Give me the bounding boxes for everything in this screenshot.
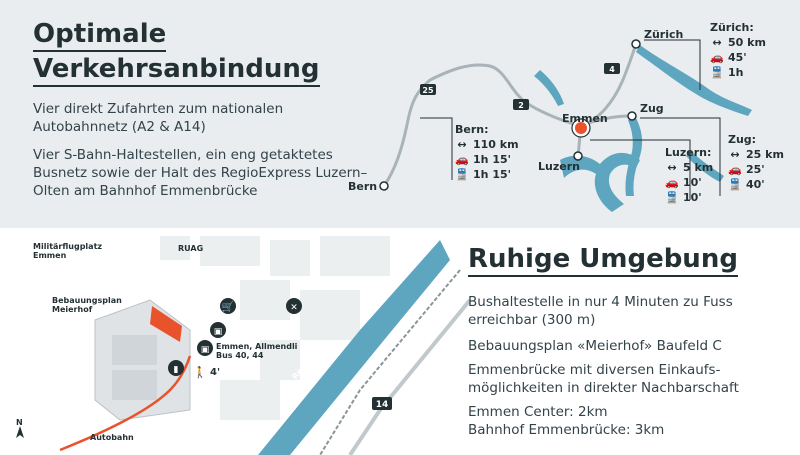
travel-zug: Zug: ↔ 25 km 🚗 25' 🚆 40' [728,132,784,192]
bullet-shopping: Emmenbrücke mit diversen Einkaufs-möglic… [468,362,739,396]
lake-sempach [534,70,564,106]
shield-4: 4 [609,65,615,74]
bullet-emmen-center: Emmen Center: 2km [468,404,608,420]
car-icon: 🚗 [455,153,469,166]
zug-train: 40' [746,178,765,191]
marker-luzern [573,151,583,161]
label-north: N [16,418,23,427]
plan-line-1: Bebauungsplan [52,296,122,305]
overview-panel [0,0,800,228]
shield-14: 14 [376,400,389,410]
marker-bern [379,181,389,191]
label-bus-stop: Emmen, Allmendli Bus 40, 44 [216,342,297,360]
marker-zurich [631,39,641,49]
railway [319,269,461,455]
plan-line-2: Meierhof [52,305,93,314]
lake-lucerne [560,152,640,212]
label-bern: Bern [348,180,378,193]
car-icon: 🚗 [728,163,742,176]
title-line-2: Verkehrsanbindung [33,54,320,88]
airfield-line-1: Militärflugplatz [33,242,103,251]
travel-luzern-name: Luzern: [665,146,712,159]
leader-zug [640,117,721,196]
travel-bern: Bern: ↔ 110 km 🚗 1h 15' 🚆 1h 15' [455,122,519,182]
label-autobahn: Autobahn [90,433,134,442]
airfield-line-2: Emmen [33,251,67,260]
reuss-river [258,240,450,455]
car-icon: 🚗 [665,176,679,189]
label-plan: Bebauungsplan Meierhof [52,296,122,314]
label-walk-time: 4' [210,367,221,378]
bullet-bus-stop: Bushaltestelle in nur 4 Minuten zu Fuss … [468,294,733,328]
lake-zurich [636,45,752,116]
car-icon: 🚗 [710,51,724,64]
leader-bern [420,117,453,180]
leader-zurich [644,39,701,90]
bern-distance: 110 km [473,138,519,151]
train-icon: 🚆 [728,178,742,191]
leader-luzern [590,139,691,200]
label-emmen: Emmen [562,112,608,125]
section-title-surroundings: Ruhige Umgebung [468,244,738,278]
shield-2: 2 [518,101,524,110]
bern-train: 1h 15' [473,168,511,181]
arrows-horizontal-icon: ↔ [667,161,677,174]
train-icon: 🚆 [665,191,679,204]
luzern-car: 10' [683,176,702,189]
fuel-icon: ▮ [174,365,179,375]
zurich-train: 1h [728,66,744,79]
bern-car: 1h 15' [473,153,511,166]
train-icon: 🚆 [455,168,469,181]
label-zurich: Zürich [644,28,684,41]
north-arrow-icon [16,426,24,438]
zug-car: 25' [746,163,765,176]
travel-bern-name: Bern: [455,123,489,136]
restaurant-icon: ✕ [290,303,298,313]
label-luzern: Luzern [538,160,580,173]
marker-zug [627,111,637,121]
baufeld-c [150,306,182,342]
motorway-route [382,43,638,187]
label-airfield: Militärflugplatz Emmen [33,242,102,260]
luzern-distance: 5 km [683,161,714,174]
public-transport-text: Vier S-Bahn-Haltestellen, ein eng getakt… [33,147,368,199]
page-title: Optimale Verkehrsanbindung [33,19,320,90]
zug-distance: 25 km [746,148,784,161]
arrows-horizontal-icon: ↔ [457,138,467,151]
luzern-train: 10' [683,191,702,204]
zurich-distance: 50 km [728,36,766,49]
shopping-cart-icon: 🛒 [222,300,234,313]
bus-stop-line-2: Bus 40, 44 [216,351,264,360]
travel-luzern: Luzern: ↔ 5 km 🚗 10' 🚆 10' [665,145,713,205]
bullet-plan: Bebauungsplan «Meierhof» Baufeld C [468,338,722,354]
train-icon: 🚆 [710,66,724,79]
arrows-horizontal-icon: ↔ [730,148,740,161]
bus-stop-line-1: Emmen, Allmendli [216,342,298,351]
walking-route [59,355,192,452]
label-zug: Zug [640,102,664,115]
lake-small [686,150,724,182]
arrows-horizontal-icon: ↔ [712,36,722,49]
title-line-1: Optimale [33,19,167,53]
travel-zurich-name: Zürich: [710,21,754,34]
walking-icon: 🚶 [193,366,207,379]
zurich-car: 45' [728,51,747,64]
bus-stop-icon: ▣ [201,345,210,355]
bullet-station: Bahnhof Emmenbrücke: 3km [468,422,665,438]
shield-25: 25 [422,86,434,95]
travel-zug-name: Zug: [728,133,757,146]
marker-emmen [575,122,587,134]
bus-icon: ▣ [214,327,223,337]
label-ruag: RUAG [178,244,204,253]
motorway-access-text: Vier direkt Zufahrten zum nationalen Aut… [33,101,284,135]
travel-zurich: Zürich: ↔ 50 km 🚗 45' 🚆 1h [710,20,766,80]
